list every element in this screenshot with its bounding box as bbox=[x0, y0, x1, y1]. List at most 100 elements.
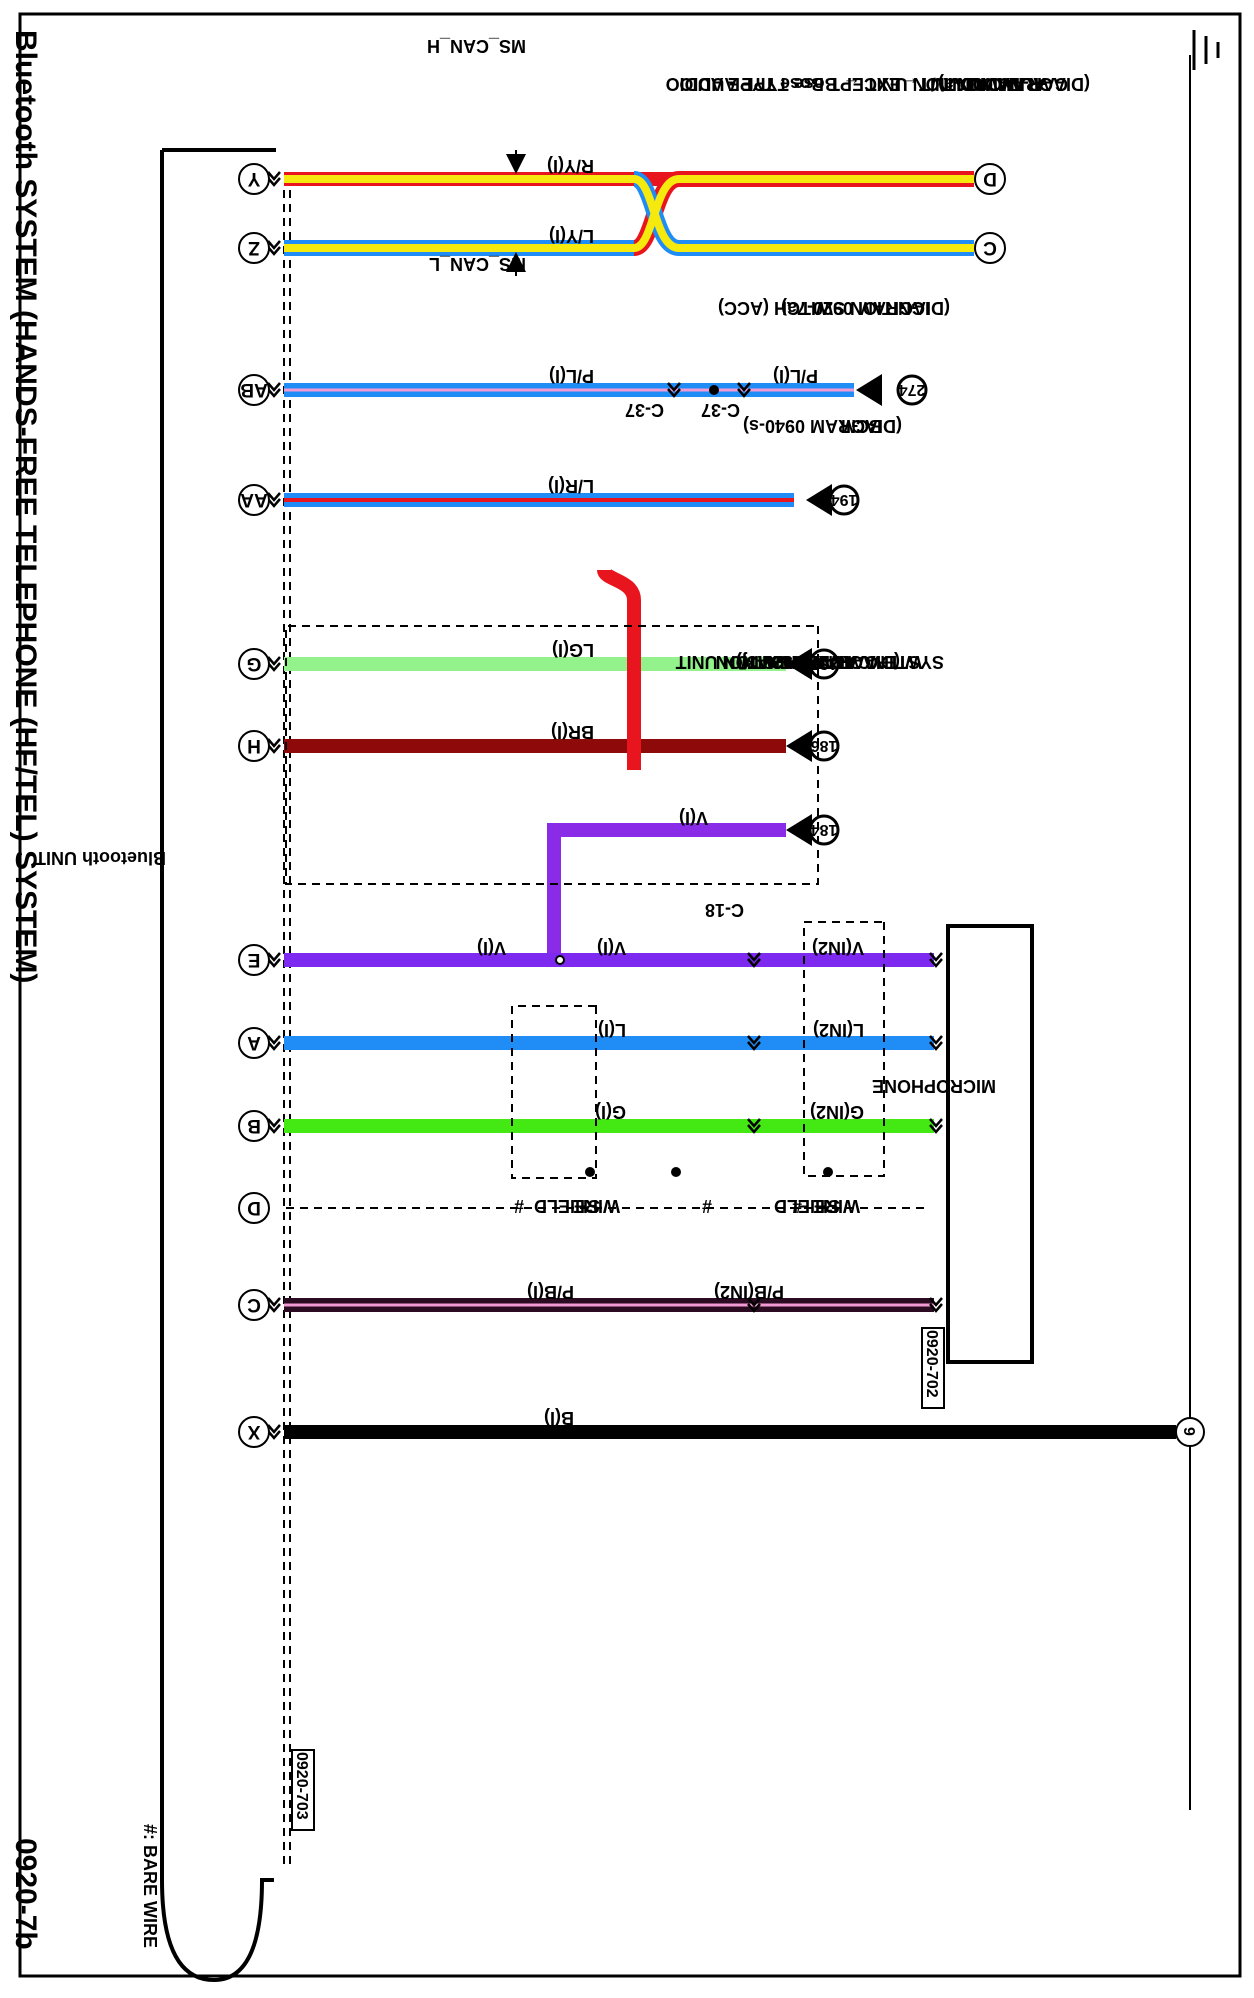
ref-274 bbox=[896, 374, 928, 406]
audio-pin-d-label: D bbox=[983, 168, 997, 189]
audio-unit-line-0: AUDIO UNIT←EXCEPT Bose TYPE AUDIO bbox=[666, 74, 1024, 94]
microphone-connector-tag bbox=[921, 1327, 945, 1409]
page-code: 0920-7b bbox=[9, 1838, 42, 1950]
label-b-mid: G(I) bbox=[595, 1102, 626, 1122]
nav-box-line-2: (DIAGRAM 0920-3j) bbox=[736, 652, 900, 672]
pin-d-label: D bbox=[247, 1197, 261, 1218]
audio-unit-line-3: (DIAGRAM 00D-a) bbox=[938, 74, 1090, 94]
shield-label-mic-2: WIRE bbox=[813, 1196, 860, 1216]
pin-z-label: Z bbox=[248, 237, 260, 258]
ref-194-label: 194 bbox=[831, 491, 858, 508]
ground-number: 9 bbox=[1180, 1427, 1197, 1436]
shield-splice-mic bbox=[823, 1167, 833, 1177]
pin-h bbox=[238, 730, 270, 762]
audio-unit-line-1: AUDIO UNIT / bbox=[931, 74, 1046, 94]
nav-system-box bbox=[285, 625, 819, 885]
label-e-mic: V(IN2) bbox=[812, 938, 864, 958]
labels: R/Y(I)L/Y(I)P/L(I)P/L(I)L/R(I)LG(I)BR(I)… bbox=[427, 36, 1090, 1428]
c18-chevron-3 bbox=[747, 1297, 761, 1313]
nav-box-line-0: AUDIO UNIT / bbox=[741, 652, 856, 672]
c18-chevron-2 bbox=[747, 1118, 761, 1134]
ref-274-label: 274 bbox=[899, 381, 926, 398]
label-b-mic: G(IN2) bbox=[810, 1102, 864, 1122]
label-e-mid: V(I) bbox=[597, 938, 626, 958]
bare-wire-legend: #: BARE WIRE bbox=[140, 1824, 160, 1948]
label-g: LG(I) bbox=[552, 640, 594, 660]
bluetooth-connector-id: 0920-703 bbox=[293, 1752, 310, 1820]
bt-chevron-8 bbox=[267, 1118, 281, 1134]
pin-aa-label: AA bbox=[240, 489, 268, 510]
mic-chevron-0 bbox=[929, 952, 943, 968]
twist-2-stripe bbox=[632, 175, 680, 252]
wires: YZABAAGHEABDCXEABCDC274194185186184 bbox=[238, 150, 1176, 1448]
can-high-label: MS_CAN_H bbox=[427, 36, 526, 56]
pin-b-label: B bbox=[247, 1115, 261, 1136]
can-low-label: MS_CAN_L bbox=[429, 254, 526, 274]
nav-box-line-3: WITH CAR-NAVIGATION bbox=[716, 652, 922, 672]
h-terminal bbox=[786, 730, 812, 762]
label-ab-far: P/L(I) bbox=[773, 366, 818, 386]
nav-box-line-1: CAR-NAVIGATION UNIT bbox=[676, 652, 878, 672]
bluetooth-connector-tag bbox=[291, 1749, 315, 1831]
microphone-connector-id: 0920-702 bbox=[923, 1330, 940, 1398]
pin-a bbox=[238, 1027, 270, 1059]
wire-v bbox=[284, 823, 786, 967]
mic-chevron-2 bbox=[929, 1118, 943, 1134]
label-c-mic: P/B(IN2) bbox=[714, 1282, 784, 1302]
ref-184-label: 184 bbox=[811, 821, 838, 838]
pin-e bbox=[238, 944, 270, 976]
pin-b bbox=[238, 1110, 270, 1142]
ab-terminal bbox=[856, 374, 882, 406]
bt-chevron-5 bbox=[267, 738, 281, 754]
shield-box-bt bbox=[803, 921, 885, 1177]
label-aa: L/R(I) bbox=[548, 476, 594, 496]
bt-chevron-0 bbox=[267, 171, 281, 187]
ref-186-label: 186 bbox=[811, 737, 838, 754]
pin-y bbox=[238, 163, 270, 195]
bluetooth-unit-label: Bluetooth UNIT bbox=[35, 848, 166, 868]
pin-x bbox=[238, 1416, 270, 1448]
pin-y-label: Y bbox=[247, 168, 260, 189]
aa-terminal bbox=[806, 484, 832, 516]
microphone-box bbox=[946, 924, 1034, 1364]
pin-a-label: A bbox=[247, 1032, 261, 1053]
pin-d bbox=[238, 1192, 270, 1224]
bt-chevron-6 bbox=[267, 952, 281, 968]
label-v: V(I) bbox=[679, 808, 708, 828]
bcm-label: BCM bbox=[841, 416, 882, 436]
pin-x-label: X bbox=[247, 1421, 260, 1442]
ab-splice bbox=[709, 385, 719, 395]
label-y: R/Y(I) bbox=[547, 156, 594, 176]
pin-e-label: E bbox=[248, 949, 261, 970]
c18-chevron-0 bbox=[747, 952, 761, 968]
bt-chevron-2 bbox=[267, 382, 281, 398]
can-twist-a bbox=[597, 567, 641, 770]
c37-chevron-bt bbox=[667, 382, 681, 398]
pin-c-label: C bbox=[247, 1294, 261, 1315]
g-terminal bbox=[786, 648, 812, 680]
ref-194 bbox=[828, 484, 860, 516]
c37-label-bt: C-37 bbox=[625, 400, 664, 420]
label-a-mid: L(I) bbox=[598, 1020, 626, 1040]
audio-pin-c bbox=[974, 232, 1006, 264]
shield-label-mic-1: SHIELD bbox=[774, 1196, 840, 1216]
label-z: L/Y(I) bbox=[549, 226, 594, 246]
pin-h-label: H bbox=[247, 735, 261, 756]
label-x: B(I) bbox=[544, 1408, 574, 1428]
shield-splice-bt bbox=[585, 1167, 595, 1177]
audio-pin-d bbox=[974, 163, 1006, 195]
shield-label-bt-1: SHIELD bbox=[534, 1196, 600, 1216]
ground-point bbox=[1175, 1417, 1205, 1447]
microphone-label: MICROPHONE bbox=[872, 1076, 996, 1096]
bt-chevron-1 bbox=[267, 240, 281, 256]
bt-chevron-9 bbox=[267, 1297, 281, 1313]
shield-label-bt-2: WIRE bbox=[573, 1196, 620, 1216]
page-title: Bluetooth SYSTEM (HANDS-FREE TELEPHONE (… bbox=[9, 30, 42, 983]
pin-g bbox=[238, 648, 270, 680]
label-c: P/B(I) bbox=[527, 1282, 574, 1302]
pin-ab bbox=[238, 374, 270, 406]
pin-z bbox=[238, 232, 270, 264]
bt-chevron-3 bbox=[267, 492, 281, 508]
